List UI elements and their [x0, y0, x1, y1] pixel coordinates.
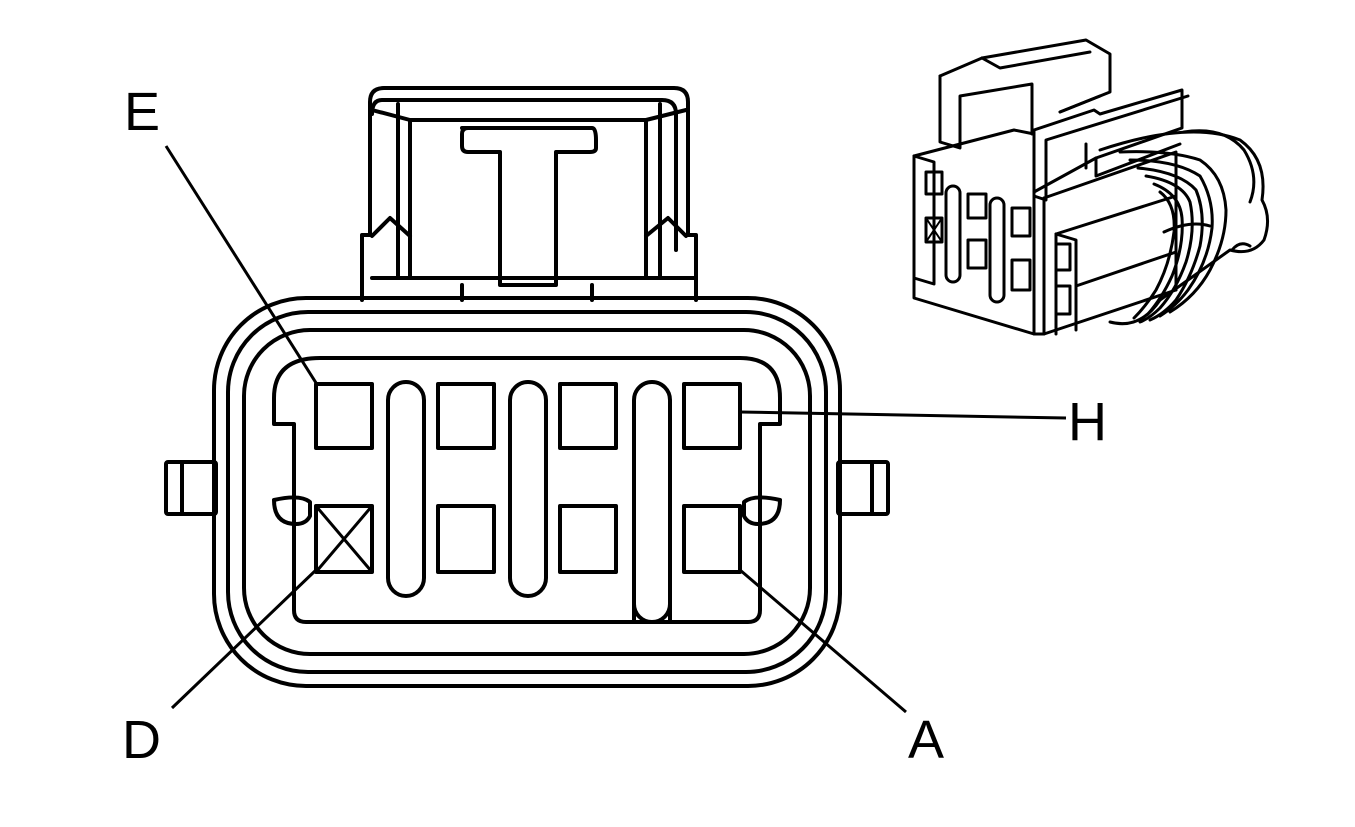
cavity-d	[314, 504, 374, 574]
x-mark-icon	[314, 504, 374, 574]
cavity-f	[436, 382, 496, 450]
cavity-b	[558, 504, 618, 574]
cavity-c	[436, 504, 496, 574]
rear-seal-boot	[1098, 129, 1269, 326]
separator-rib-2	[508, 380, 548, 598]
label-a: A	[908, 710, 944, 770]
leader-d	[170, 568, 318, 710]
label-e: E	[124, 82, 160, 142]
cavity-g	[558, 382, 618, 450]
connector-face-view	[164, 86, 890, 688]
cavity-face	[272, 356, 782, 624]
right-side-tab	[836, 460, 890, 516]
inset-locking-tab	[938, 38, 1190, 202]
callout-leaders	[164, 145, 1067, 714]
left-side-tab	[164, 460, 218, 516]
inset-cavities	[924, 170, 1072, 316]
housing-outer	[212, 296, 842, 688]
housing-seal-ring	[226, 310, 828, 674]
separator-rib-1	[386, 380, 426, 598]
locking-tab	[360, 86, 698, 302]
label-h: H	[1068, 392, 1107, 452]
leader-h	[739, 410, 1067, 420]
label-d: D	[122, 710, 161, 770]
connector-isometric-view	[912, 38, 1269, 336]
leader-e	[164, 145, 320, 387]
leader-a	[739, 568, 907, 714]
cavity-e	[314, 382, 374, 450]
housing-inner-ring	[242, 328, 812, 656]
separator-rib-3	[632, 380, 672, 624]
cavity-h	[682, 382, 742, 450]
cavity-a	[682, 504, 742, 574]
